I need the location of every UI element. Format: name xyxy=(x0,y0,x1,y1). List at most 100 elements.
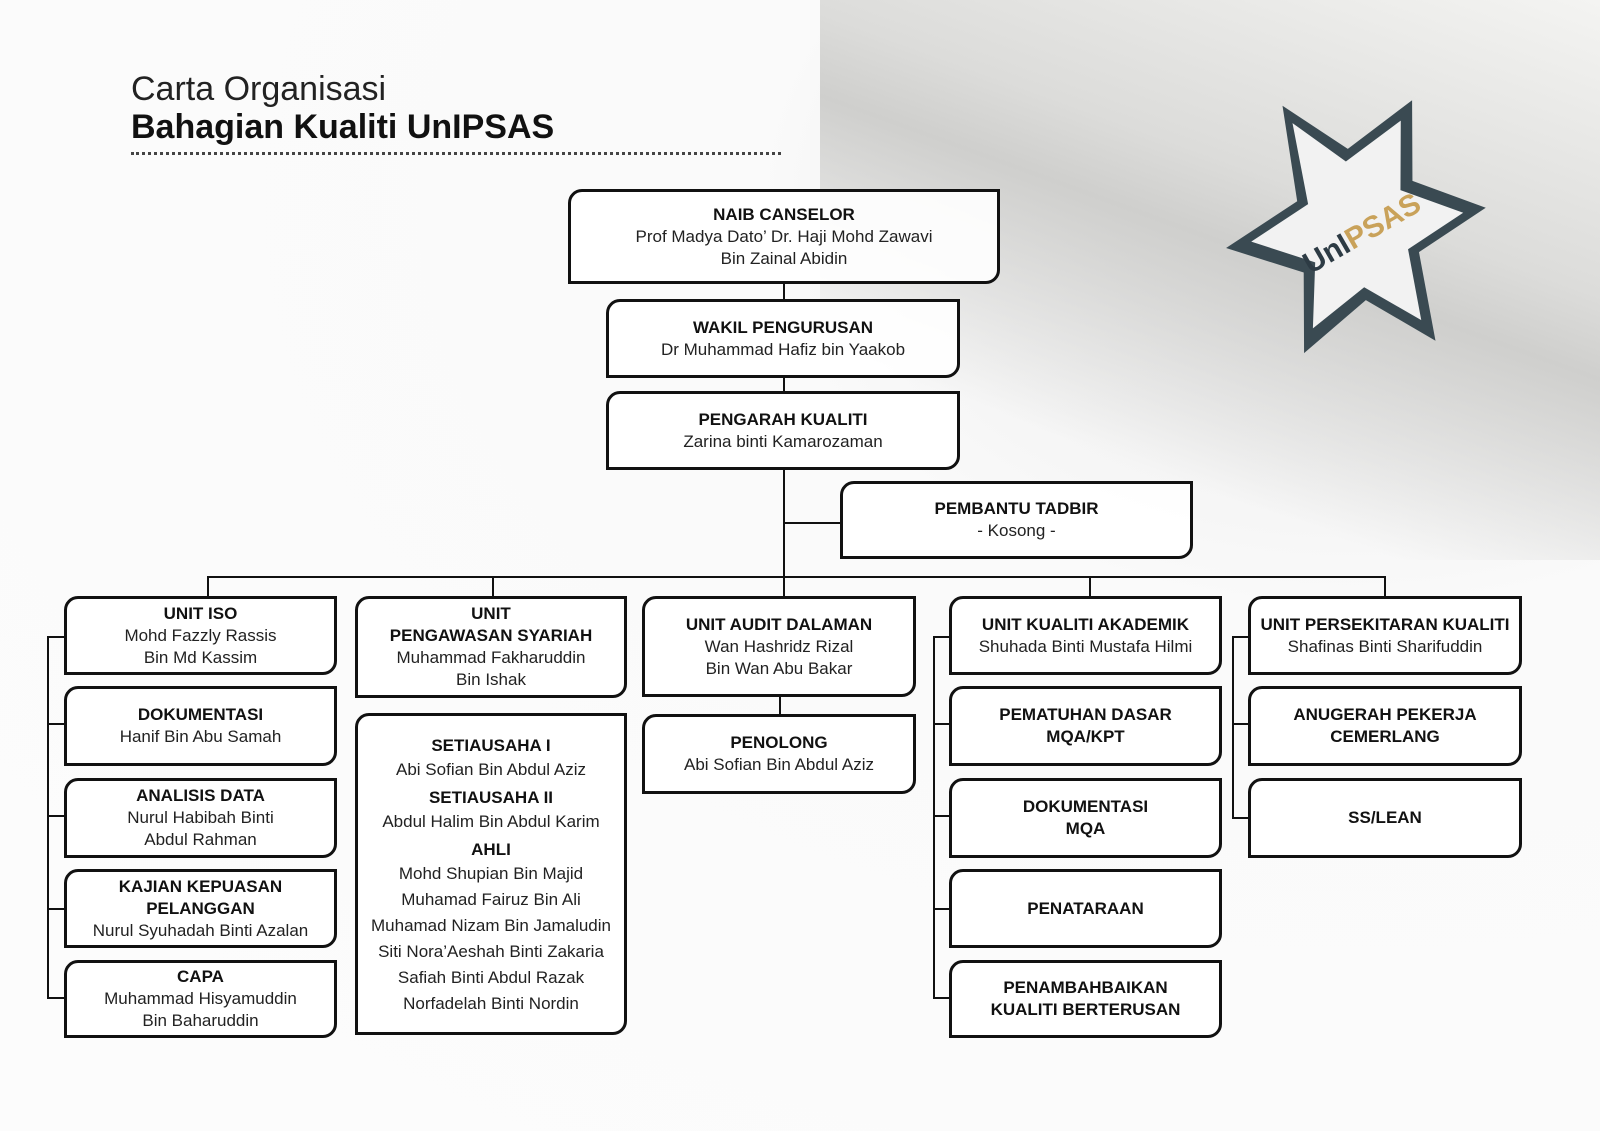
role-title: MQA xyxy=(1065,819,1106,838)
role-title: AHLI xyxy=(471,840,511,859)
connector-line xyxy=(47,723,64,725)
connector-line xyxy=(207,576,1386,578)
connector-line xyxy=(779,697,781,714)
member-name: Abi Sofian Bin Abdul Aziz xyxy=(396,760,586,779)
role-title: PENOLONG xyxy=(730,733,828,752)
member-name: Bin Md Kassim xyxy=(143,647,258,667)
role-title: UNIT AUDIT DALAMAN xyxy=(685,614,873,634)
member-name: Nurul Habibah Binti xyxy=(127,808,274,827)
role-title: DOKUMENTASI xyxy=(1022,797,1149,816)
role-title: PELANGGAN xyxy=(146,898,255,918)
org-box-syariah: UNIT PENGAWASAN SYARIAH Muhammad Fakharudd… xyxy=(355,596,627,698)
connector-line xyxy=(207,576,209,596)
member-name: Muhammad Fakharuddin xyxy=(396,648,586,667)
role-title: PEMBANTU TADBIR xyxy=(934,499,1099,518)
member-name: Zarina binti Kamarozaman xyxy=(683,431,883,451)
member-name: Hanif Bin Abu Samah xyxy=(119,727,282,746)
connector-line xyxy=(933,997,949,999)
role-title: SETIAUSAHA II xyxy=(428,788,554,807)
role-title: PENATARAAN xyxy=(1027,898,1144,918)
role-title: CEMERLANG xyxy=(1330,727,1440,746)
member-name: Dr Muhammad Hafiz bin Yaakob xyxy=(660,339,906,359)
connector-line xyxy=(47,997,64,999)
connector-line xyxy=(1232,636,1248,638)
member-name: Muhammad Hisyamuddin xyxy=(104,989,297,1008)
connector-line xyxy=(783,576,785,596)
role-title: DOKUMENTASI xyxy=(137,705,264,724)
connector-line xyxy=(492,576,494,596)
member-name: Muhamad Fairuz Bin Ali xyxy=(401,890,581,909)
unipsas-logo: UnIPSAS xyxy=(1226,100,1486,354)
role-title: PENGAWASAN SYARIAH xyxy=(389,626,593,645)
connector-line xyxy=(783,522,840,524)
connector-line xyxy=(933,636,935,998)
connector-line xyxy=(783,284,785,300)
role-title: SETIAUSAHA I xyxy=(431,736,551,755)
role-title: NAIB CANSELOR xyxy=(713,204,855,224)
role-title: PENAMBAHBAIKAN xyxy=(1003,978,1168,997)
title-divider xyxy=(131,152,781,155)
role-title: KAJIAN KEPUASAN xyxy=(118,876,283,896)
role-title: UNIT PERSEKITARAN KUALITI xyxy=(1260,614,1510,634)
org-box-mqa: PEMATUHAN DASAR MQA/KPT xyxy=(949,686,1222,766)
connector-line xyxy=(47,636,49,998)
connector-line xyxy=(933,636,949,638)
member-name: Abi Sofian Bin Abdul Aziz xyxy=(684,755,874,774)
member-name: Mohd Shupian Bin Majid xyxy=(398,864,584,883)
member-name: Safiah Binti Abdul Razak xyxy=(397,968,585,987)
member-name: Mohd Fazzly Rassis xyxy=(124,625,277,645)
org-box-penambah: PENAMBAHBAIKAN KUALITI BERTERUSAN xyxy=(949,960,1222,1038)
member-name: Wan Hashridz Rizal xyxy=(704,636,854,656)
role-title: WAKIL PENGURUSAN xyxy=(692,317,874,337)
member-name: Bin Baharuddin xyxy=(142,1011,259,1030)
member-name: Siti Nora’Aeshah Binti Zakaria xyxy=(378,942,604,961)
connector-line xyxy=(47,815,64,817)
member-name: - Kosong - xyxy=(977,521,1056,540)
member-name: Abdul Halim Bin Abdul Karim xyxy=(382,812,600,831)
role-title: SS/LEAN xyxy=(1348,808,1422,827)
role-title: UNIT xyxy=(471,604,511,623)
connector-line xyxy=(47,908,64,910)
connector-line xyxy=(1232,817,1248,819)
role-title: PENGARAH KUALITI xyxy=(698,409,868,429)
connector-line xyxy=(1089,576,1091,596)
connector-line xyxy=(1232,723,1248,725)
org-box-dokmqa: DOKUMENTASI MQA xyxy=(949,778,1222,858)
role-title: PEMATUHAN DASAR xyxy=(999,705,1172,724)
connector-line xyxy=(783,377,785,392)
member-name: Norfadelah Binti Nordin xyxy=(403,994,579,1013)
member-name: Muhamad Nizam Bin Jamaludin xyxy=(371,916,611,935)
member-name: Shuhada Binti Mustafa Hilmi xyxy=(978,636,1193,656)
connector-line xyxy=(47,636,64,638)
connector-line xyxy=(933,815,949,817)
connector-line xyxy=(933,723,949,725)
org-box-penolong: PENOLONG Abi Sofian Bin Abdul Aziz xyxy=(642,714,916,794)
member-name: Abdul Rahman xyxy=(144,830,257,849)
member-name: Bin Ishak xyxy=(456,670,526,689)
role-title: ANALISIS DATA xyxy=(136,786,265,805)
member-name: Bin Wan Abu Bakar xyxy=(705,658,853,678)
role-title: UNIT KUALITI AKADEMIK xyxy=(981,614,1190,634)
org-box-anugerah: ANUGERAH PEKERJA CEMERLANG xyxy=(1248,686,1522,766)
connector-line xyxy=(933,908,949,910)
role-title: CAPA xyxy=(177,967,224,986)
org-box-sslean: SS/LEAN xyxy=(1248,778,1522,858)
role-title: MQA/KPT xyxy=(1046,727,1125,746)
member-name: Nurul Syuhadah Binti Azalan xyxy=(92,920,309,940)
role-title: KUALITI BERTERUSAN xyxy=(990,1000,1181,1019)
role-title: UNIT ISO xyxy=(163,603,238,623)
connector-line xyxy=(1384,576,1386,596)
role-title: ANUGERAH PEKERJA xyxy=(1293,705,1477,724)
org-box-penataraan: PENATARAAN xyxy=(949,869,1222,948)
org-box-pembantu: PEMBANTU TADBIR - Kosong - xyxy=(840,481,1193,559)
org-box-dok1: DOKUMENTASI Hanif Bin Abu Samah xyxy=(64,686,337,766)
chart-title-line2: Bahagian Kualiti UnIPSAS xyxy=(131,108,555,146)
connector-line xyxy=(1232,636,1234,818)
